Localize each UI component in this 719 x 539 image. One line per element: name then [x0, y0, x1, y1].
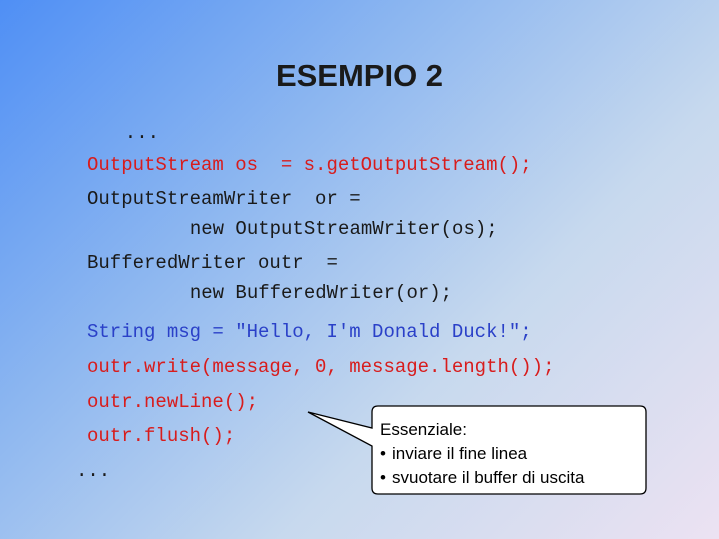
callout-bullet-1: • inviare il fine linea: [380, 442, 640, 466]
code-line-6: new BufferedWriter(or);: [110, 282, 453, 304]
code-line-7: String msg = "Hello, I'm Donald Duck!";: [87, 321, 532, 343]
callout-bullet-2-text: svuotare il buffer di uscita: [392, 468, 585, 487]
callout-heading-row: Essenziale:: [380, 418, 640, 442]
bullet-icon: •: [380, 444, 386, 463]
code-line-10: outr.flush();: [87, 425, 236, 447]
code-line-4: new OutputStreamWriter(os);: [110, 218, 498, 240]
callout-bullet-2: • svuotare il buffer di uscita: [380, 466, 640, 490]
code-line-8: outr.write(message, 0, message.length())…: [87, 356, 555, 378]
callout-heading: Essenziale: [380, 420, 463, 439]
callout-text: Essenziale: • inviare il fine linea • svuo…: [380, 418, 640, 490]
callout-bubble: [307, 405, 647, 495]
bullet-icon: •: [380, 468, 386, 487]
code-line-2: OutputStream os = s.getOutputStream();: [87, 154, 532, 176]
code-line-1: ...: [102, 122, 160, 144]
code-line-9: outr.newLine();: [87, 391, 259, 413]
callout-heading-suffix: :: [462, 420, 467, 439]
code-line-11: ...: [76, 460, 111, 482]
callout-bullet-1-text: inviare il fine linea: [392, 444, 528, 463]
code-line-5: BufferedWriter outr =: [87, 252, 338, 274]
slide-title: ESEMPIO 2: [275, 58, 444, 93]
code-line-3: OutputStreamWriter or =: [87, 188, 361, 210]
